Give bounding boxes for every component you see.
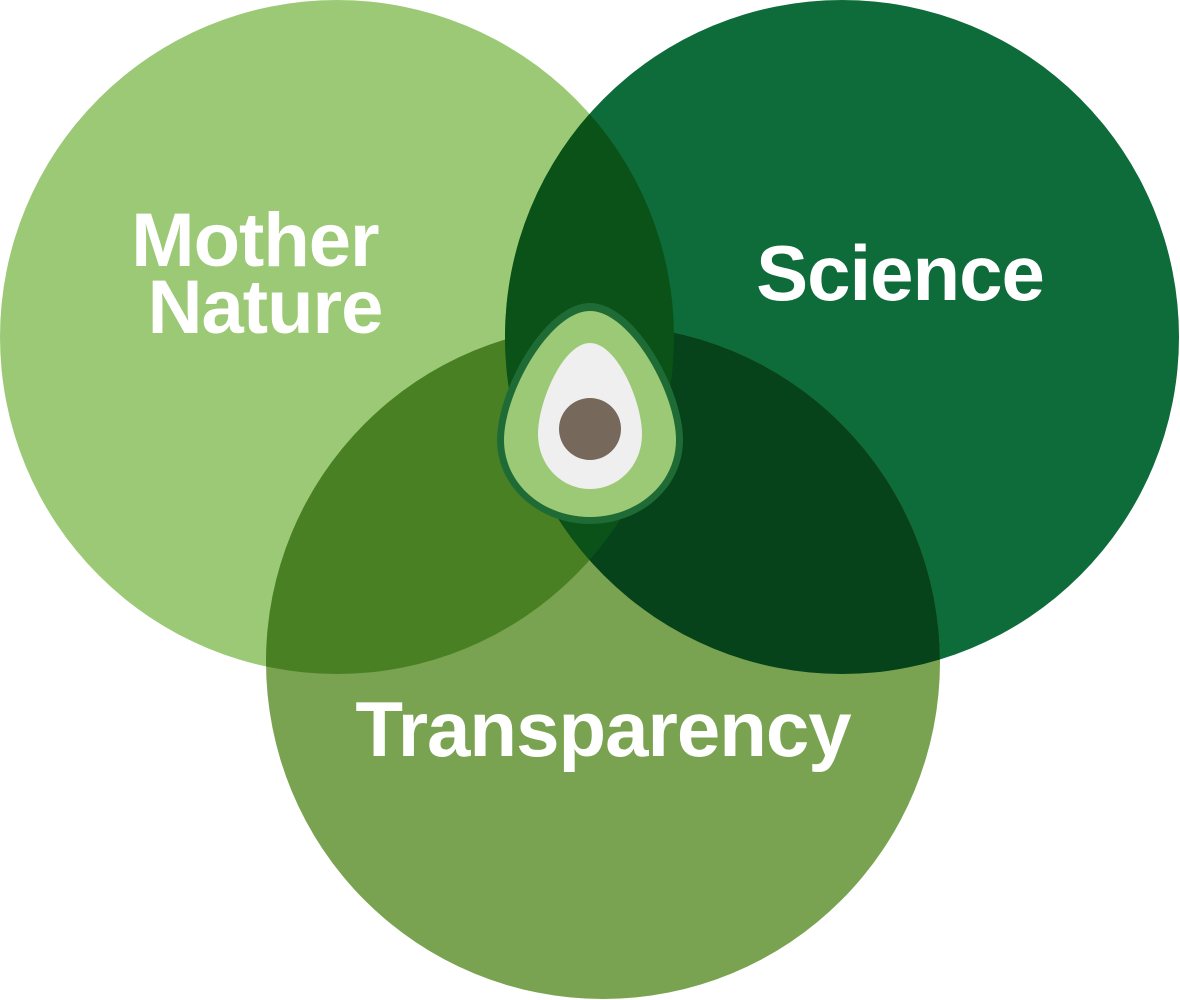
- label-mother-nature: Mother Nature: [131, 198, 398, 350]
- avocado-pit: [559, 398, 621, 460]
- label-science: Science: [756, 229, 1044, 317]
- label-mother-nature-line-1: Mother: [131, 198, 379, 283]
- label-mother-nature-line-2: Nature: [148, 265, 383, 350]
- label-transparency: Transparency: [355, 685, 851, 773]
- avocado-icon: [497, 303, 683, 524]
